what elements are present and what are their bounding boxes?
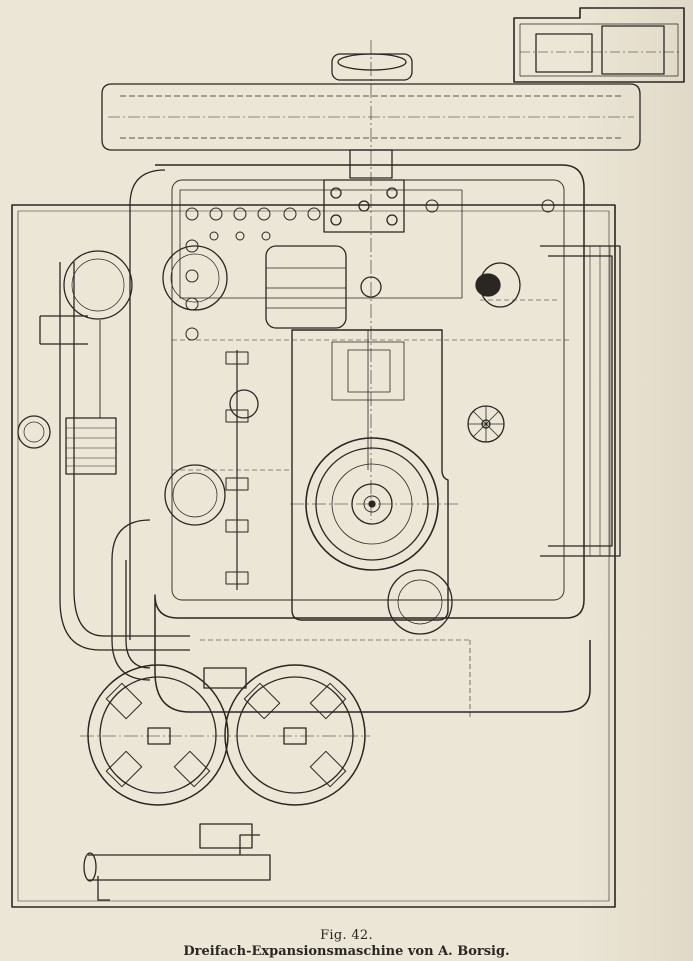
- crank-case-panels: [331, 330, 405, 470]
- valve-stud-2: [386, 187, 398, 199]
- hand-wheel-spokes: [468, 406, 504, 442]
- left-flange-inner: [23, 421, 45, 443]
- air-pump-inner: [519, 23, 679, 77]
- gear-wheel: [229, 389, 259, 419]
- pump-cylinder: [601, 25, 665, 75]
- pump-bracket: [199, 823, 253, 849]
- central-gland: [360, 276, 382, 298]
- foundation-inner: [17, 210, 610, 902]
- lp-cylinder-left-inner: [170, 253, 220, 303]
- air-pump-ports: [105, 682, 347, 788]
- valve-stud-1: [330, 187, 342, 199]
- air-pump-housing: [513, 7, 685, 83]
- shaft-collar: [337, 53, 407, 71]
- exhaust-pipe-gallery: [101, 83, 641, 151]
- air-pump-left-inner: [99, 676, 217, 794]
- crank-case: [291, 329, 449, 621]
- hp-cylinder-left-inner: [71, 258, 125, 312]
- valve-chest: [323, 179, 405, 233]
- right-pipe-grid: [589, 246, 611, 556]
- air-pump-right: [224, 664, 366, 806]
- valve-gear-collars: [225, 351, 249, 585]
- valve-stud-4: [386, 214, 398, 226]
- air-pump-left: [87, 664, 229, 806]
- right-feed-pipe: [540, 245, 621, 557]
- hp-cylinder-left: [63, 250, 133, 320]
- upper-bracket: [203, 667, 247, 689]
- frame-outer: [129, 169, 166, 640]
- oil-pot-cap: [475, 273, 501, 297]
- valve-stud-3: [330, 214, 342, 226]
- exhaust-pipe-inner: [120, 95, 622, 139]
- receiver-left-inner: [172, 472, 218, 518]
- bleed-through-shadow: [573, 0, 693, 961]
- outlet-flange: [83, 852, 97, 882]
- engine-frame: [154, 164, 591, 713]
- hidden-lines: [172, 299, 570, 720]
- figure-number: Fig. 42.: [320, 928, 373, 943]
- air-pump-right-inner: [236, 676, 354, 794]
- outlet-pipes: [88, 834, 271, 901]
- valve-stud-5: [358, 200, 370, 212]
- left-steam-pipe: [59, 262, 190, 651]
- condenser-block: [265, 245, 347, 329]
- lp-cylinder-left: [162, 245, 228, 311]
- figure-caption: Dreifach-Expansionsmaschine von A. Borsi…: [183, 944, 510, 959]
- lower-bend-pipe: [111, 519, 151, 681]
- condenser-ribs: [266, 267, 346, 309]
- flywheel-rim: [305, 437, 439, 571]
- pump-valve-block: [535, 33, 593, 73]
- left-flange: [17, 415, 51, 449]
- left-grid-box: [65, 417, 117, 475]
- bolt-array: [185, 199, 555, 341]
- crank-disc-inner: [397, 579, 443, 625]
- left-grid-lines: [66, 427, 116, 467]
- left-stub-pipe: [39, 315, 88, 345]
- receiver-left: [164, 464, 226, 526]
- crank-disc: [387, 569, 453, 635]
- engine-plan-drawing: [11, 7, 685, 908]
- valve-deck: [179, 189, 463, 299]
